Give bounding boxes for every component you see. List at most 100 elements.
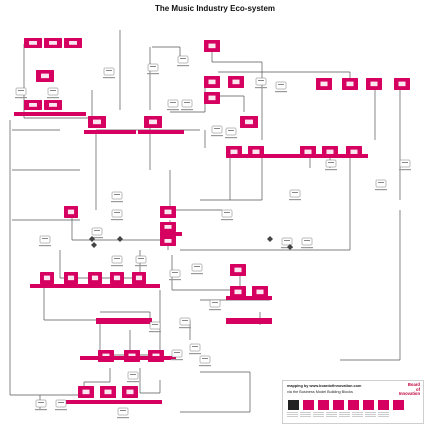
actor-icon xyxy=(256,289,264,295)
value-card xyxy=(281,237,293,246)
value-card-text xyxy=(170,102,176,103)
value-caption xyxy=(111,201,123,203)
group-bar xyxy=(14,112,86,116)
group-bar xyxy=(226,296,272,300)
value-card-text xyxy=(182,320,188,321)
value-caption xyxy=(221,219,233,221)
value-card-text xyxy=(192,346,198,347)
group-bar xyxy=(80,356,176,360)
value-card xyxy=(171,349,183,358)
actor-icon xyxy=(49,41,57,45)
legend-icons xyxy=(287,399,405,411)
value-card xyxy=(147,63,159,72)
actor-icon xyxy=(67,275,75,281)
value-card xyxy=(189,343,201,352)
value-card xyxy=(221,209,233,218)
value-card-text xyxy=(378,182,384,183)
actor-icon xyxy=(69,41,77,45)
value-card xyxy=(111,191,123,200)
legend-company-icon xyxy=(392,399,405,411)
legend-caption xyxy=(313,412,324,418)
value-card xyxy=(169,269,181,278)
actor-icon xyxy=(113,275,121,281)
actor-icon xyxy=(152,353,160,359)
value-card-text xyxy=(58,402,64,403)
value-card xyxy=(199,355,211,364)
legend-caption xyxy=(352,412,363,418)
value-card-text xyxy=(138,258,144,259)
legend-caption xyxy=(378,412,389,418)
actor-icon xyxy=(230,149,238,155)
value-card xyxy=(275,81,287,90)
actor-icon xyxy=(164,239,172,243)
value-caption xyxy=(39,245,51,247)
value-card-text xyxy=(304,240,310,241)
actor-icon xyxy=(252,149,260,155)
group-bar xyxy=(288,154,368,158)
value-caption xyxy=(189,353,201,355)
value-card-text xyxy=(50,90,56,91)
legend-customer-icon xyxy=(317,399,330,411)
value-card xyxy=(35,399,47,408)
actor-icon xyxy=(208,95,216,101)
actor-icon xyxy=(164,209,172,215)
value-card-text xyxy=(152,324,158,325)
actor-icon xyxy=(326,149,334,155)
value-card xyxy=(117,407,129,416)
value-card xyxy=(135,255,147,264)
actor-icon xyxy=(346,81,354,87)
value-card-text xyxy=(184,102,190,103)
actor-icon xyxy=(43,275,51,281)
value-caption xyxy=(117,417,129,419)
value-card xyxy=(179,317,191,326)
value-card-text xyxy=(94,230,100,231)
value-card-text xyxy=(130,374,136,375)
value-card xyxy=(149,321,161,330)
value-caption xyxy=(91,237,103,239)
value-card-text xyxy=(114,194,120,195)
value-card-text xyxy=(214,128,220,129)
actor-icon xyxy=(104,389,112,395)
actor-icon xyxy=(49,103,57,107)
value-card xyxy=(91,227,103,236)
value-caption xyxy=(171,359,183,361)
legend-caption xyxy=(339,412,350,418)
value-caption xyxy=(55,409,67,411)
value-caption xyxy=(127,381,139,383)
value-caption xyxy=(147,73,159,75)
actor-icon xyxy=(350,149,358,155)
value-caption xyxy=(191,273,203,275)
value-caption xyxy=(169,279,181,281)
value-card xyxy=(111,209,123,218)
legend-caption xyxy=(300,412,311,418)
token-marker xyxy=(117,236,123,242)
actor-icon xyxy=(164,225,172,229)
value-caption xyxy=(255,87,267,89)
value-caption xyxy=(301,247,313,249)
actor-icon xyxy=(149,119,157,125)
value-card-text xyxy=(180,58,186,59)
actor-icon xyxy=(208,43,216,49)
group-bar xyxy=(138,130,184,134)
group-bar xyxy=(160,232,182,236)
value-caption xyxy=(111,265,123,267)
actor-icon xyxy=(29,103,37,107)
value-card-text xyxy=(228,130,234,131)
group-bar xyxy=(226,318,272,324)
legend-company-icon xyxy=(287,399,300,411)
value-caption xyxy=(199,365,211,367)
actor-icon xyxy=(82,389,90,395)
value-caption xyxy=(15,97,27,99)
value-card-text xyxy=(42,238,48,239)
group-bar xyxy=(84,130,136,134)
legend-government-icon xyxy=(362,399,375,411)
value-card-text xyxy=(212,302,218,303)
value-card xyxy=(301,237,313,246)
value-card-text xyxy=(120,410,126,411)
value-card xyxy=(255,77,267,86)
board-of-innovation-logo: Board of Innovation xyxy=(398,382,420,397)
value-caption xyxy=(325,169,337,171)
legend-credit: mapping by www.boardofinnovation.com xyxy=(287,384,362,388)
actor-icon xyxy=(232,79,240,85)
actor-icon xyxy=(41,73,49,79)
